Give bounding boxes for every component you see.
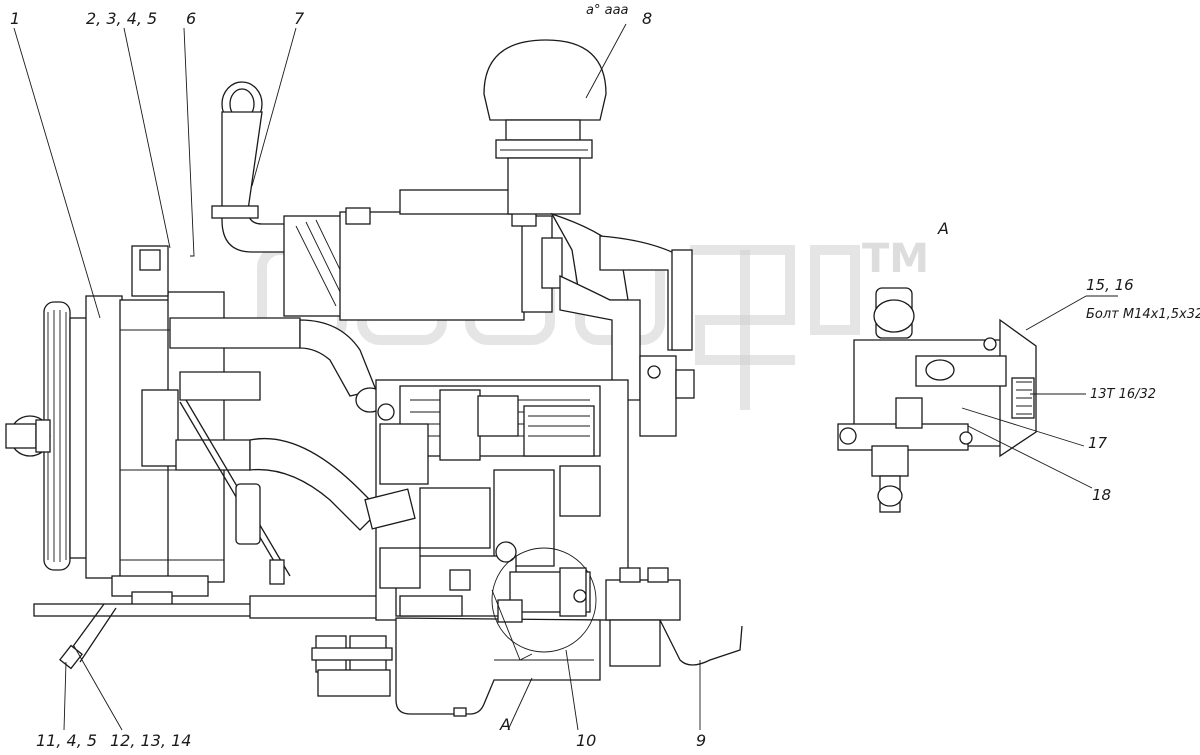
engine-mounts [311, 567, 743, 697]
brace-rod [179, 399, 291, 585]
spline-annotation: 13Т 16/32 [1090, 387, 1156, 402]
callout-9: 9 [696, 731, 706, 750]
oil-pan [395, 617, 601, 717]
view-a-title: A [937, 219, 949, 238]
top-mark: а° ааа [586, 3, 629, 18]
callout-1: 1 [10, 9, 20, 28]
bolt-annotation: Болт М14х1,5х32 [1086, 307, 1200, 322]
pipework-right [559, 235, 695, 437]
callout-11-4-5: 11, 4, 5 [36, 731, 97, 750]
radiator-assembly [5, 245, 225, 607]
callout-7: 7 [294, 9, 305, 28]
air-cleaner [483, 39, 629, 301]
view-a-circle [491, 547, 597, 661]
callout-12-13-14: 12, 13, 14 [110, 731, 191, 750]
exhaust-pipe [211, 81, 301, 253]
callout-6: 6 [186, 9, 196, 28]
callout-labels: 1 2, 3, 4, 5 6 7 8 а° ааа 9 10 11, 4, 5 … [10, 3, 1200, 750]
callout-15-16: 15, 16 [1086, 276, 1134, 294]
intake-duct [283, 189, 563, 321]
view-a-arrow-label: A [499, 715, 511, 734]
callout-18: 18 [1092, 486, 1111, 504]
leader-lines [13, 23, 1118, 731]
callout-17: 17 [1088, 434, 1108, 452]
view-a-detail [837, 287, 1037, 513]
callout-8: 8 [642, 9, 652, 28]
watermark-tm: TM [862, 236, 929, 282]
callout-10: 10 [576, 731, 596, 750]
callout-2-3-4-5: 2, 3, 4, 5 [86, 9, 157, 28]
